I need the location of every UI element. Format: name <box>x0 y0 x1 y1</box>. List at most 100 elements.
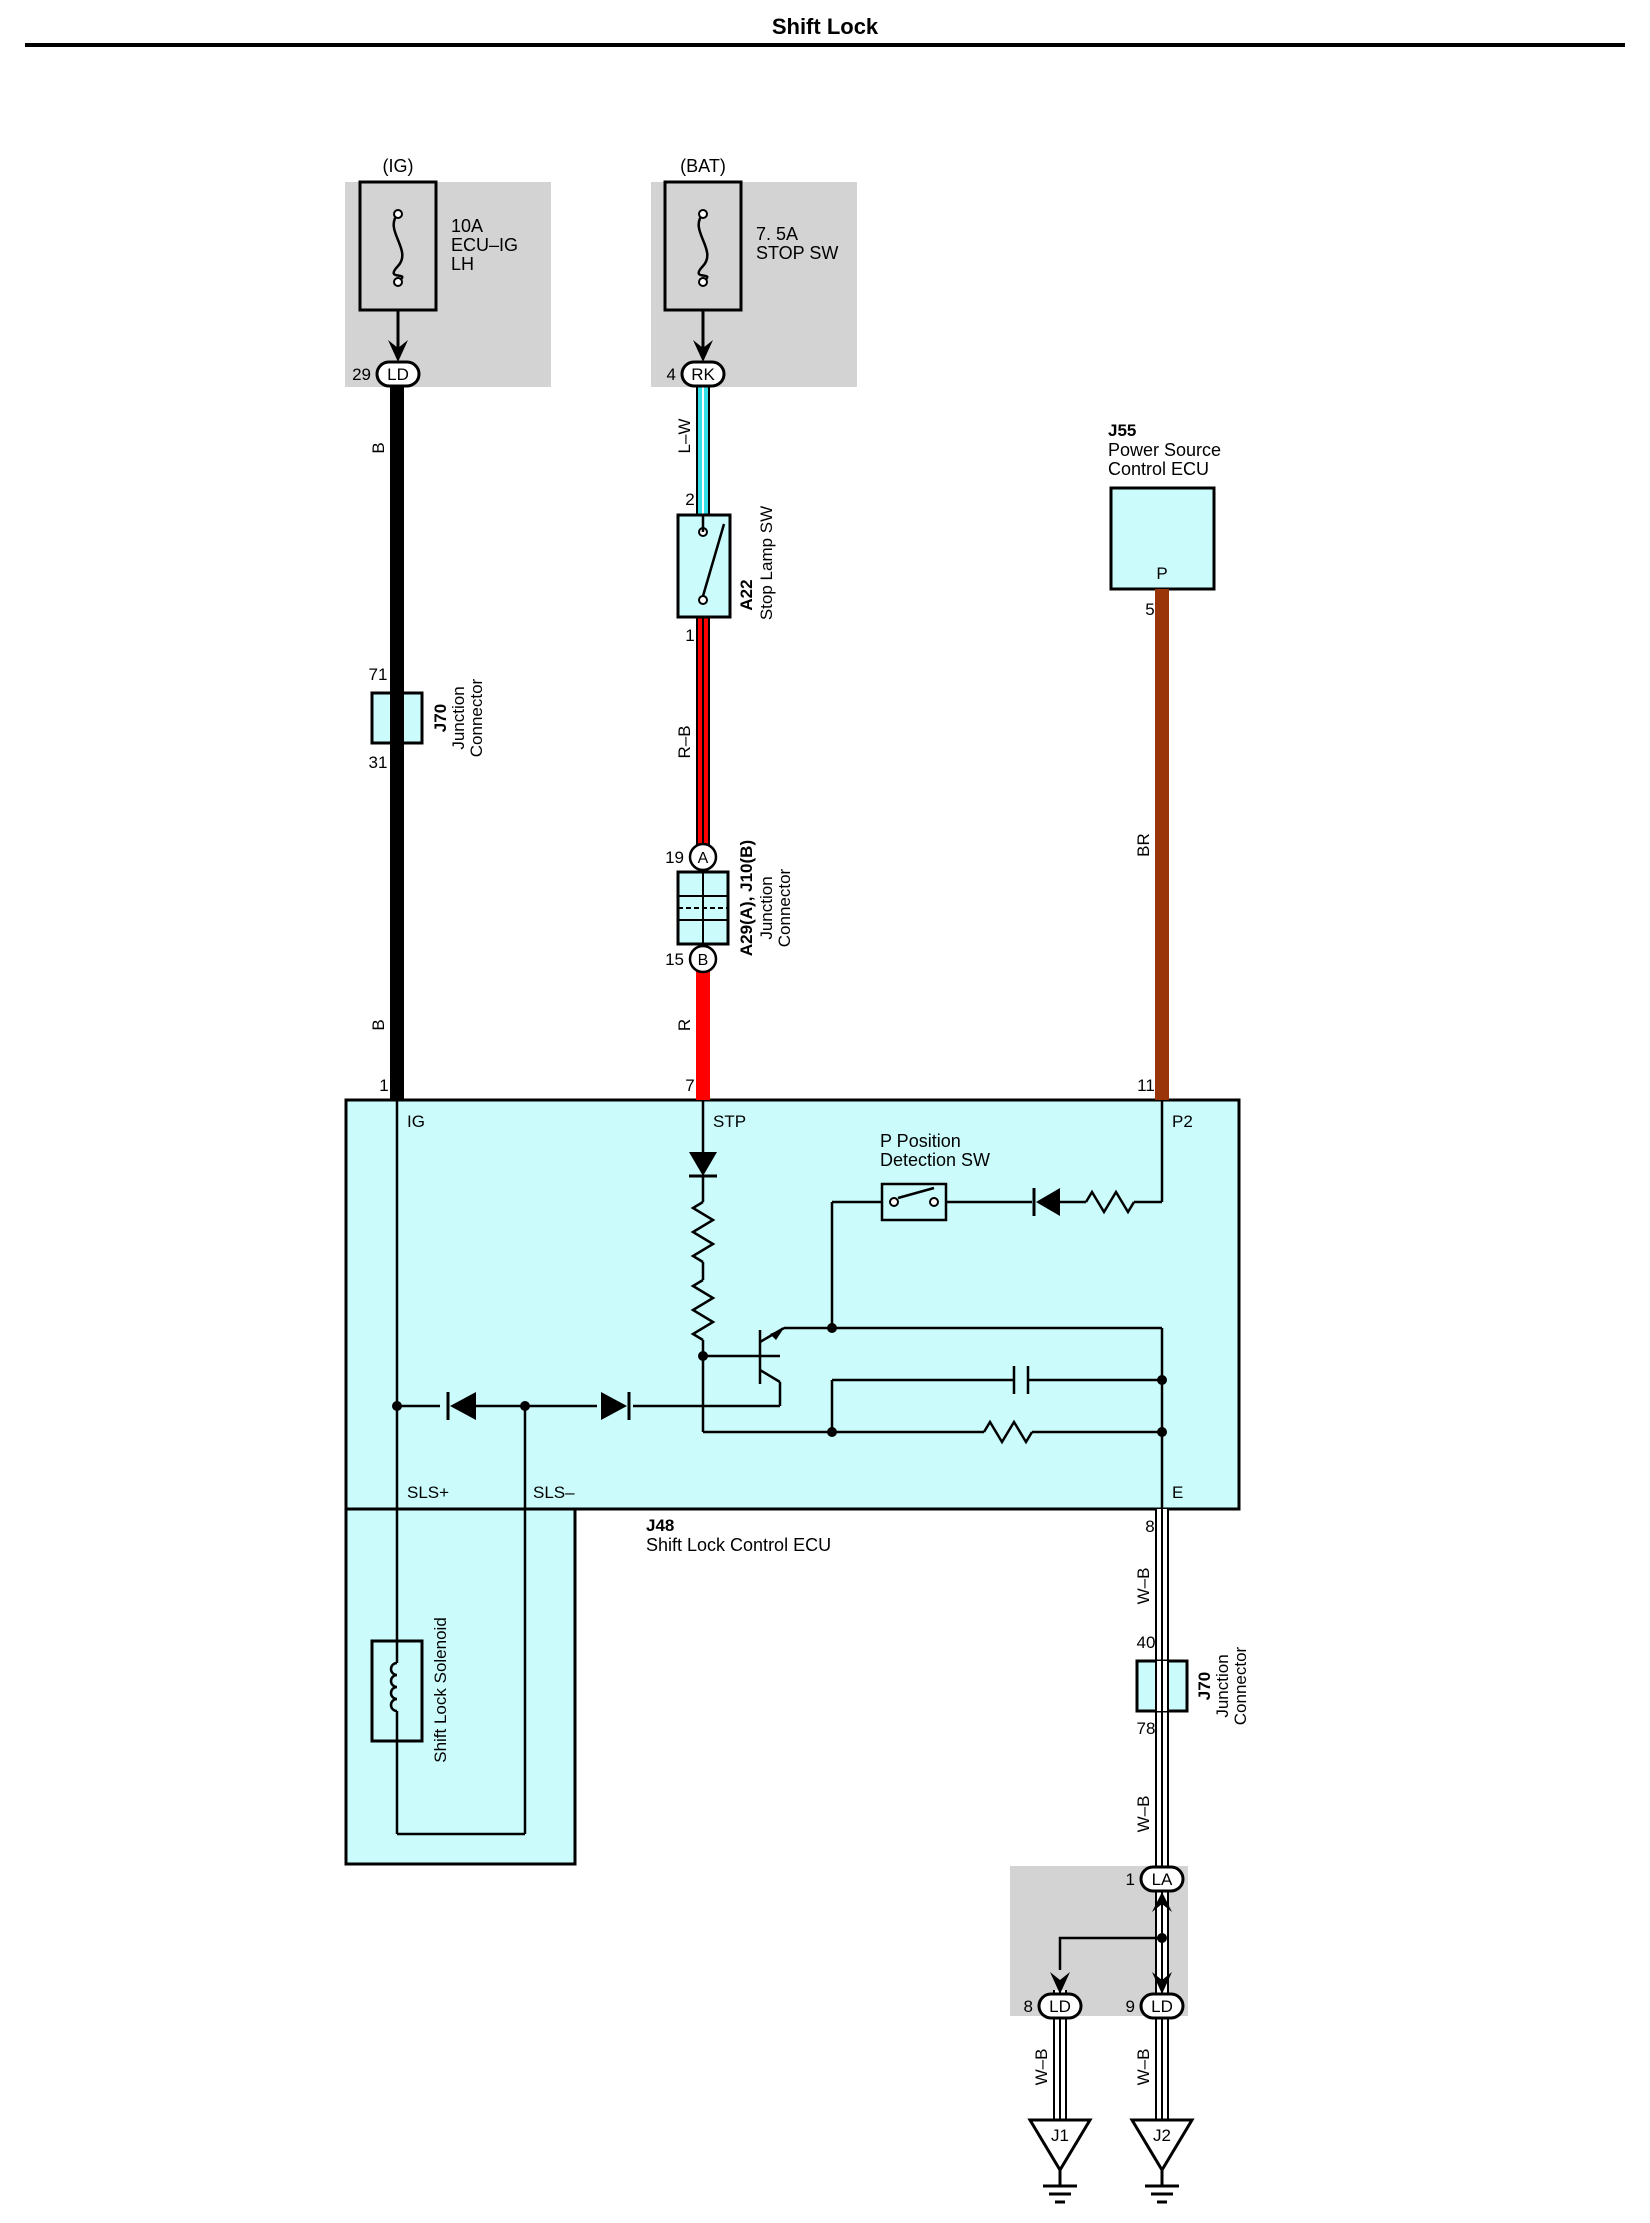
ecu-term-sls-minus: SLS– <box>533 1483 575 1502</box>
ld9-connector <box>1139 1992 1185 2020</box>
la-arrow-icon <box>1152 1892 1172 1912</box>
solenoid-coil-icon <box>389 1661 398 1713</box>
ecu-pin-e: 8 <box>1145 1517 1154 1536</box>
bat-fuse-box <box>663 180 743 312</box>
j70-bottom-name-1: Junction <box>1213 1654 1232 1717</box>
bat-fuse-name: STOP SW <box>756 243 838 263</box>
j70-bottom-code: J70 <box>1195 1672 1214 1700</box>
wire-label-w-b-3: W–B <box>1032 2049 1051 2086</box>
wire-label-br: BR <box>1134 833 1153 857</box>
bat-fuse-rating: 7. 5A <box>756 224 798 244</box>
j70-bottom-name-2: Connector <box>1231 1646 1250 1725</box>
sls-minus-diode-icon <box>601 1392 627 1420</box>
junction-dots <box>392 1323 1167 1437</box>
a29-j10-name-2: Connector <box>775 868 794 947</box>
ig-connector <box>375 360 421 388</box>
power-ecu-pin: 5 <box>1145 600 1154 619</box>
j70-bottom-pin-top: 40 <box>1137 1633 1156 1652</box>
ig-fuse-box <box>358 180 438 312</box>
ig-connector-label: LD <box>387 365 409 384</box>
wire-label-b-lower: B <box>369 1019 388 1030</box>
ecu-pin-stp: 7 <box>685 1076 694 1095</box>
p-switch-label-1: P Position <box>880 1131 961 1151</box>
ecu-term-stp: STP <box>713 1112 746 1131</box>
stop-lamp-switch-lever-icon <box>701 523 726 597</box>
bat-connector-label: RK <box>691 365 715 384</box>
ld8-connector <box>1037 1992 1083 2020</box>
ecu-name: Shift Lock Control ECU <box>646 1535 831 1555</box>
bat-connector <box>680 360 726 388</box>
a29-j10-name-1: Junction <box>757 876 776 939</box>
ground-j2-icon <box>1145 2170 1179 2204</box>
bat-connector-arrow-icon <box>693 340 713 362</box>
ecu-term-ig: IG <box>407 1112 425 1131</box>
p-switch-contact-right <box>929 1197 939 1207</box>
ground-splice-branch <box>1058 1936 1162 1970</box>
wire-label-l-w: L–W <box>675 419 694 454</box>
bat-fuse-terminal-bottom <box>698 277 708 287</box>
ig-connector-pin: 29 <box>352 365 371 384</box>
power-ecu-terminal: P <box>1156 564 1167 583</box>
ecu-term-e: E <box>1172 1483 1183 1502</box>
ld9-arrow-icon <box>1152 1972 1172 1994</box>
ecu-internal-circuit <box>395 1100 1164 1836</box>
la-connector-pin: 1 <box>1126 1870 1135 1889</box>
la-connector <box>1139 1865 1185 1893</box>
power-ecu-name-2: Control ECU <box>1108 459 1209 479</box>
wire-label-w-b-4: W–B <box>1134 2049 1153 2086</box>
ground-j2-label: J2 <box>1153 2126 1171 2145</box>
ig-source-label: (IG) <box>383 156 414 176</box>
sls-plus-diode-icon <box>450 1392 476 1420</box>
j70-top-name-2: Connector <box>467 678 486 757</box>
a29-pin-number: 19 <box>665 848 684 867</box>
p-switch-lever-icon <box>897 1186 935 1200</box>
wire-label-r: R <box>675 1019 694 1031</box>
ld9-connector-pin: 9 <box>1126 1997 1135 2016</box>
ground-j1-triangle <box>1027 2118 1093 2173</box>
j70-top-pin-bottom: 31 <box>369 753 388 772</box>
j70-top-code: J70 <box>431 704 450 732</box>
stop-lamp-switch-pin-top: 2 <box>685 490 694 509</box>
shift-lock-ecu-body <box>344 1098 1241 1511</box>
stp-diode-icon <box>689 1152 717 1176</box>
wire-label-w-b-2: W–B <box>1134 1796 1153 1833</box>
ld8-arrow-icon <box>1050 1972 1070 1994</box>
p-switch-label-2: Detection SW <box>880 1150 990 1170</box>
j10-pin-circle <box>688 944 718 974</box>
ground-j2-triangle <box>1129 2118 1195 2173</box>
ig-fuse-element-icon <box>392 213 404 283</box>
p2-diode-icon <box>1036 1188 1060 1216</box>
bat-fuse-element-icon <box>697 213 709 283</box>
ig-fuse-rating: 10A <box>451 216 483 236</box>
ground-j1-label: J1 <box>1051 2126 1069 2145</box>
j70-top-pin-top: 71 <box>369 665 388 684</box>
j10-pin-letter: B <box>698 952 709 969</box>
bat-connector-pin: 4 <box>667 365 676 384</box>
page-title: Shift Lock <box>772 14 879 39</box>
ld8-connector-pin: 8 <box>1024 1997 1033 2016</box>
ld9-connector-label: LD <box>1151 1997 1173 2016</box>
ecu-term-sls-plus: SLS+ <box>407 1483 449 1502</box>
a29-pin-circle <box>688 842 718 872</box>
stop-lamp-switch-code: A22 <box>737 579 756 610</box>
power-ecu-code: J55 <box>1108 421 1136 440</box>
stop-lamp-switch-contact-bottom <box>698 595 708 605</box>
la-connector-label: LA <box>1152 1870 1173 1889</box>
power-ecu-name-1: Power Source <box>1108 440 1221 460</box>
ig-fuse-terminal-bottom <box>393 277 403 287</box>
wire-label-r-b: R–B <box>675 725 694 758</box>
ld8-connector-label: LD <box>1049 1997 1071 2016</box>
a29-pin-letter: A <box>698 850 709 867</box>
ecu-code: J48 <box>646 1516 674 1535</box>
wire-label-w-b-1: W–B <box>1134 1568 1153 1605</box>
p-switch-contact-left <box>889 1197 899 1207</box>
a29-j10-code: A29(A), J10(B) <box>737 840 756 956</box>
transistor-arrow-icon <box>770 1328 784 1340</box>
ecu-pin-p2: 11 <box>1137 1076 1155 1095</box>
shift-lock-solenoid-housing <box>344 1507 577 1866</box>
bat-source-label: (BAT) <box>680 156 726 176</box>
ig-fuse-terminal-top <box>393 209 403 219</box>
j70-bottom-pin-bottom: 78 <box>1137 1719 1156 1738</box>
j70-top-name-1: Junction <box>449 686 468 749</box>
